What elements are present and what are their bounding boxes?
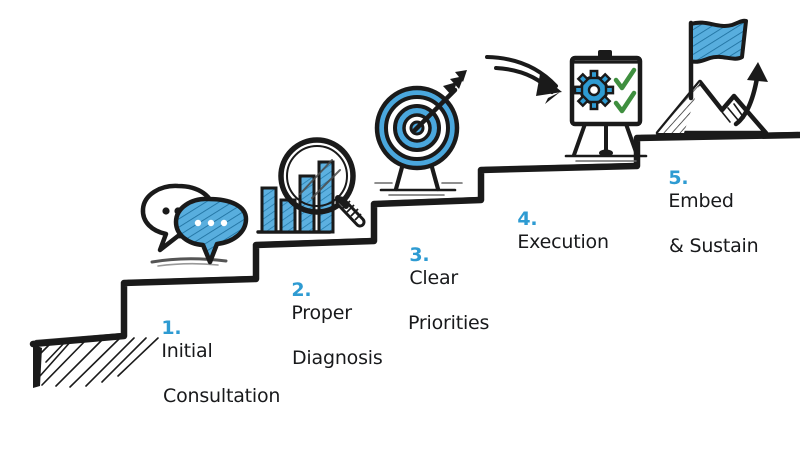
- presentation-board-gear-icon: [564, 50, 648, 162]
- step-number-3: 3.: [409, 244, 436, 267]
- step-text-4-line1: Execution: [517, 230, 609, 253]
- step-label-2: 2. Proper Diagnosis: [268, 257, 383, 414]
- ground-hatching: [33, 337, 159, 388]
- step-number-5: 5.: [668, 167, 695, 190]
- step-text-2-line1: Proper: [291, 301, 352, 324]
- speech-bubbles-icon: [140, 183, 249, 267]
- step-label-1: 1. Initial Consultation: [138, 295, 280, 452]
- step-label-5: 5. Embed & Sustain: [645, 145, 758, 302]
- step-number-2: 2.: [291, 279, 318, 302]
- step-text-5-line1: Embed: [668, 189, 734, 212]
- swoosh-arrow-icon: [485, 55, 562, 104]
- step-text-1-line2: Consultation: [163, 384, 281, 407]
- step-label-3: 3. Clear Priorities: [386, 222, 489, 379]
- staircase-path-shade: [34, 131, 800, 343]
- step-number-4: 4.: [517, 208, 544, 231]
- step-text-3-line2: Priorities: [408, 311, 490, 334]
- step-label-4: 4. Execution: [494, 186, 609, 276]
- step-text-2-line2: Diagnosis: [292, 346, 383, 369]
- mountain-flag-icon: [655, 18, 769, 136]
- step-text-5-line2: & Sustain: [669, 234, 759, 257]
- diagram-artwork: [29, 18, 800, 388]
- bar-chart-magnifier-icon: [256, 137, 366, 234]
- target-arrow-icon: [374, 70, 467, 196]
- step-text-1-line1: Initial: [161, 339, 213, 362]
- step-text-3-line1: Clear: [409, 266, 459, 289]
- staircase-path: [29, 131, 800, 348]
- diagram-canvas: 1. Initial Consultation 2. Proper Diagno…: [29, 18, 800, 407]
- step-number-1: 1.: [161, 317, 188, 340]
